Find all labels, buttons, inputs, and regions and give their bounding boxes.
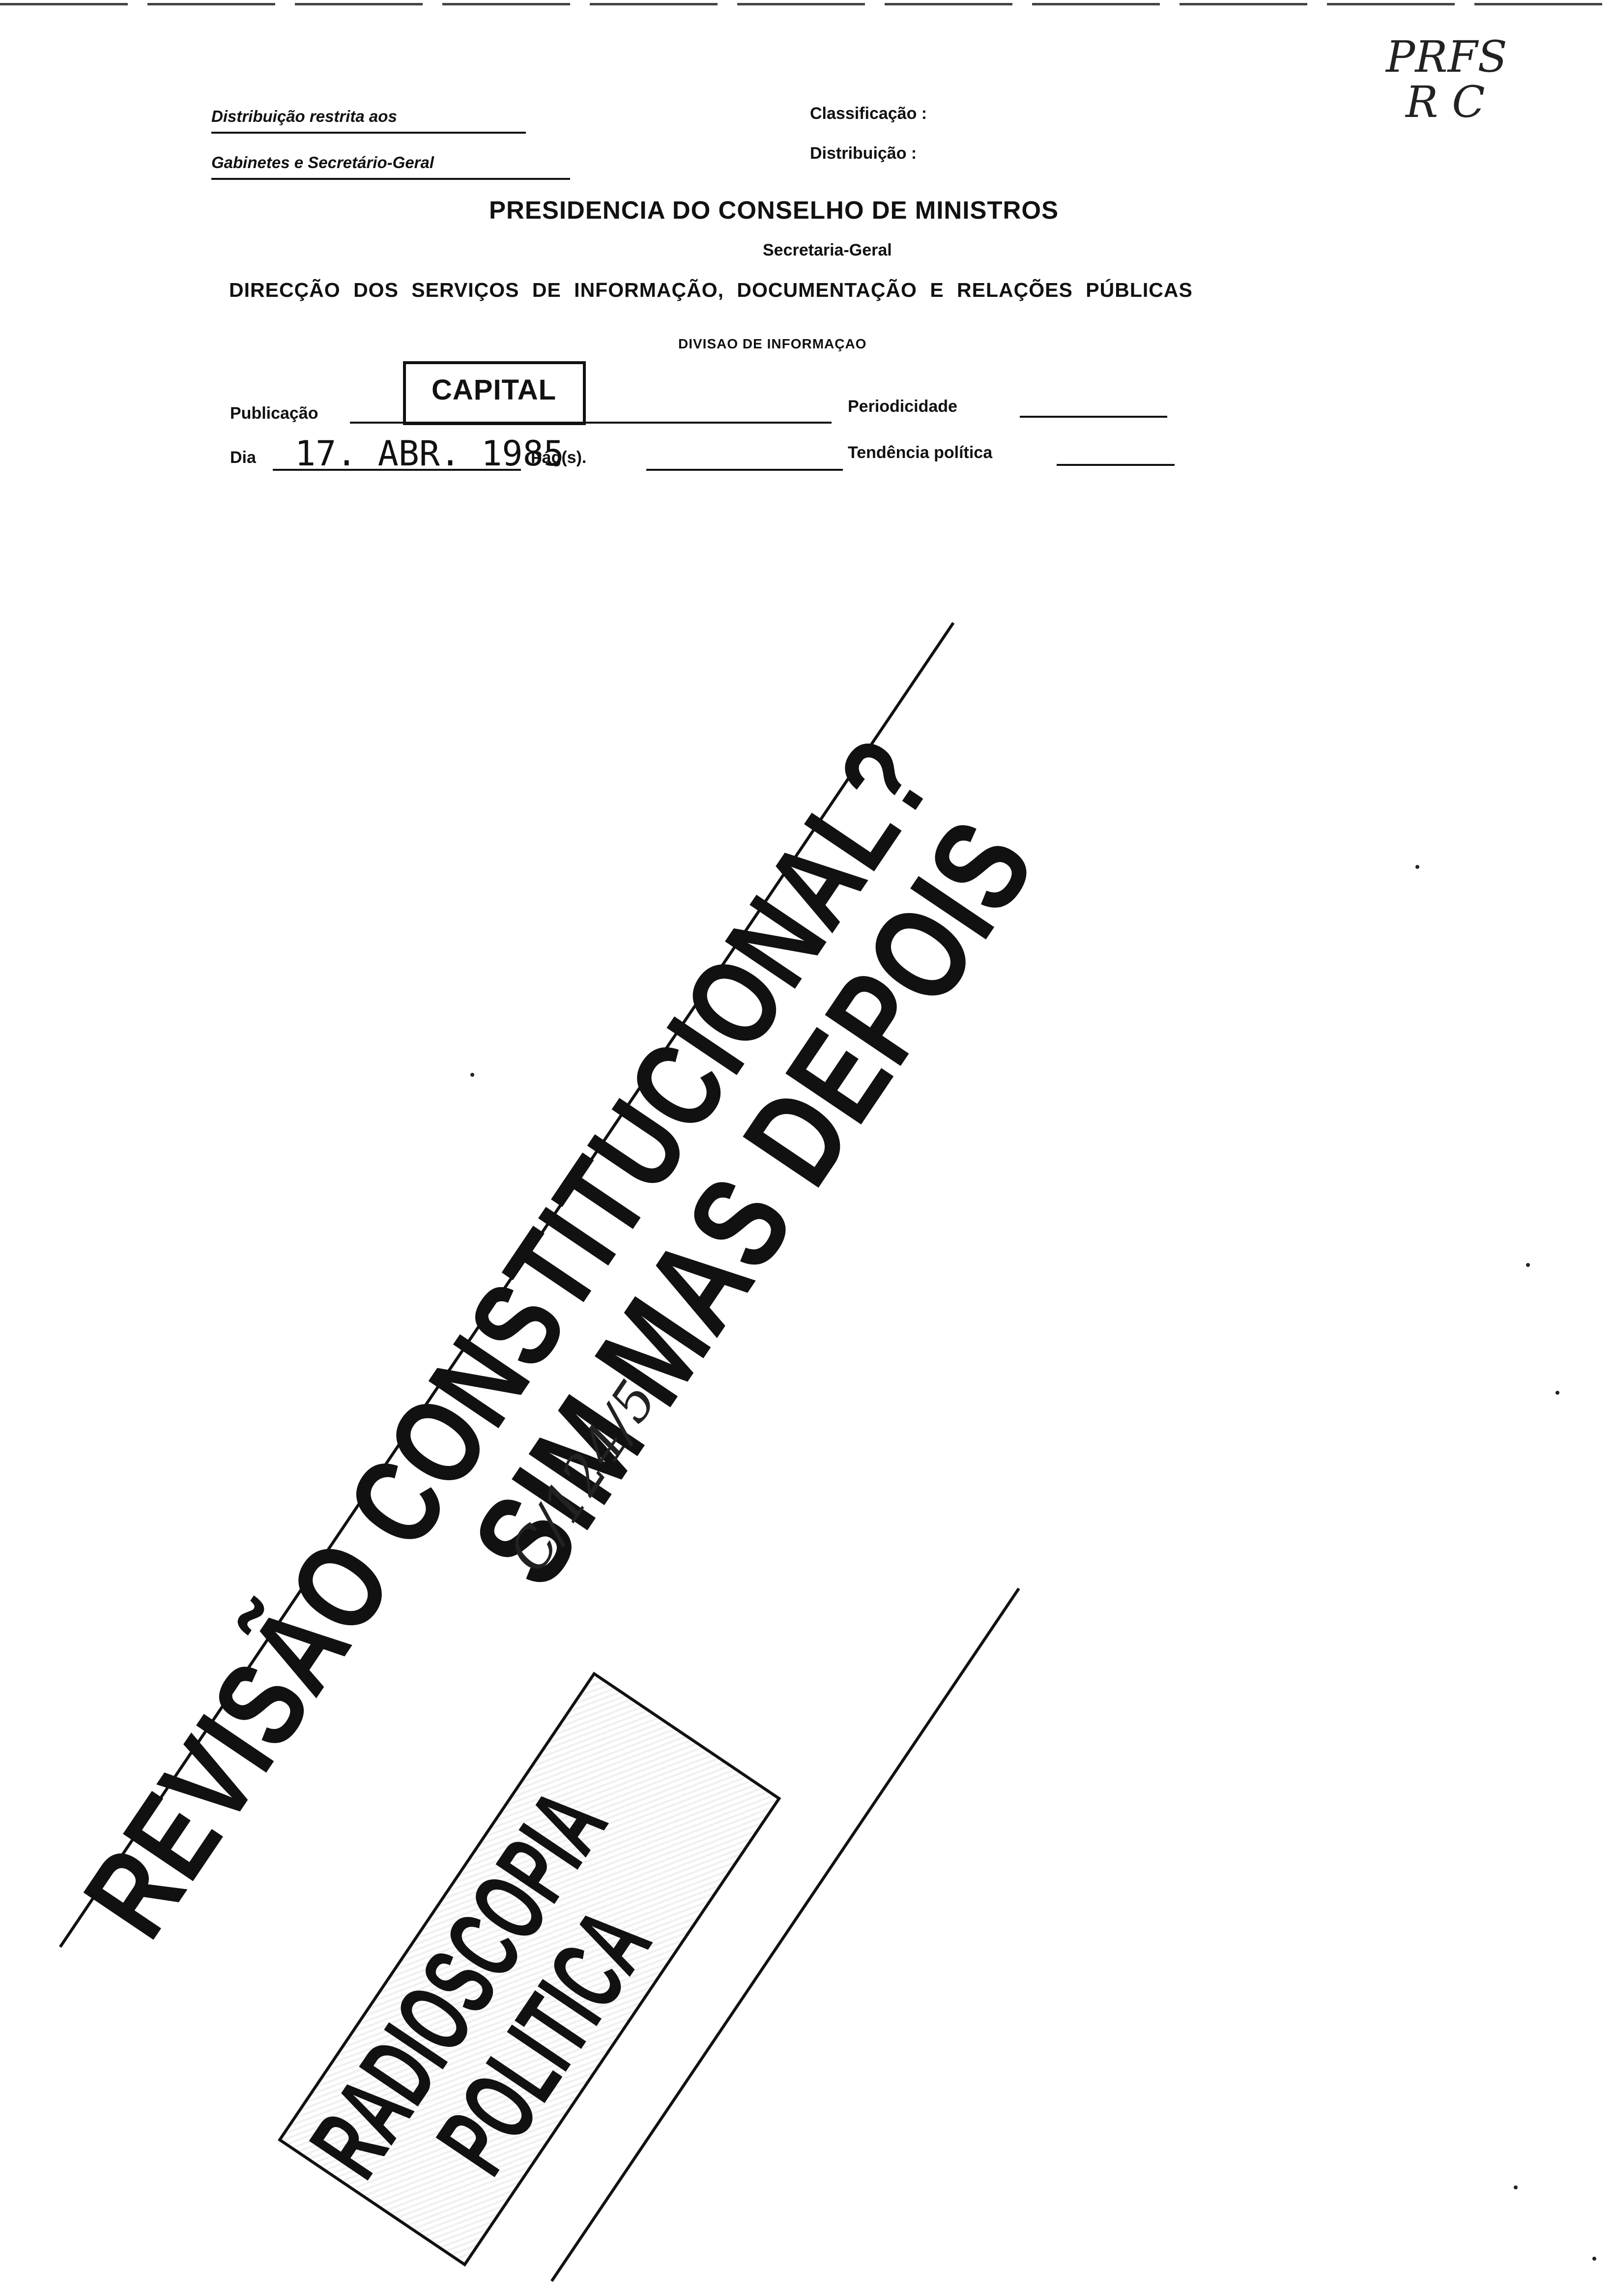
periodicidade-field-line bbox=[1020, 416, 1167, 418]
restricted-underline-2 bbox=[211, 178, 570, 180]
restricted-line-1: Distribuição restrita aos bbox=[211, 107, 397, 125]
scan-speck bbox=[1592, 2257, 1596, 2261]
pags-field-line bbox=[646, 469, 843, 471]
publicacao-stamp-box bbox=[403, 361, 586, 425]
divisao-line: DIVISAO DE INFORMAÇAO bbox=[678, 336, 867, 351]
clipping-border-left bbox=[59, 622, 955, 1948]
restricted-line-2: Gabinetes e Secretário-Geral bbox=[211, 153, 434, 172]
periodicidade-label: Periodicidade bbox=[848, 397, 957, 416]
headline-line-1: REVISÃO CONSTITUCIONAL? bbox=[58, 715, 959, 1960]
handwritten-corner-note: PRFS R C bbox=[1386, 34, 1507, 125]
scan-top-border bbox=[0, 3, 1612, 5]
dia-field-line bbox=[273, 469, 521, 471]
scan-speck bbox=[1514, 2185, 1518, 2189]
scan-speck bbox=[1415, 865, 1419, 869]
dia-date-value: 17. ABR. 1985 bbox=[295, 433, 564, 474]
handwritten-reference-note: C/124/5 bbox=[496, 1369, 669, 1583]
direccao-line: DIRECÇÃO DOS SERVIÇOS DE INFORMAÇÃO, DOC… bbox=[229, 279, 1193, 301]
scan-speck bbox=[1555, 1391, 1559, 1395]
publicacao-label: Publicação bbox=[230, 404, 318, 423]
dia-label: Dia bbox=[230, 448, 256, 467]
distribuicao-label: Distribuição : bbox=[810, 144, 917, 163]
scan-speck bbox=[1526, 1263, 1530, 1267]
restricted-underline-1 bbox=[211, 132, 526, 134]
tendencia-label: Tendência política bbox=[848, 443, 993, 462]
publicacao-field-line bbox=[350, 422, 832, 424]
pags-label: Pág(s). bbox=[531, 448, 587, 467]
handwritten-corner-line1: PRFS bbox=[1386, 31, 1507, 82]
column-title-box: RADIOSCOPIA POLITICA bbox=[278, 1671, 781, 2267]
tendencia-field-line bbox=[1057, 464, 1175, 466]
document-subtitle: Secretaria-Geral bbox=[763, 241, 892, 259]
publicacao-stamp-value: CAPITAL bbox=[432, 374, 557, 406]
document-title: PRESIDENCIA DO CONSELHO DE MINISTROS bbox=[489, 196, 1059, 224]
classificacao-label: Classificação : bbox=[810, 104, 927, 123]
scan-speck bbox=[470, 1073, 474, 1077]
handwritten-corner-line2: R C bbox=[1406, 77, 1485, 127]
